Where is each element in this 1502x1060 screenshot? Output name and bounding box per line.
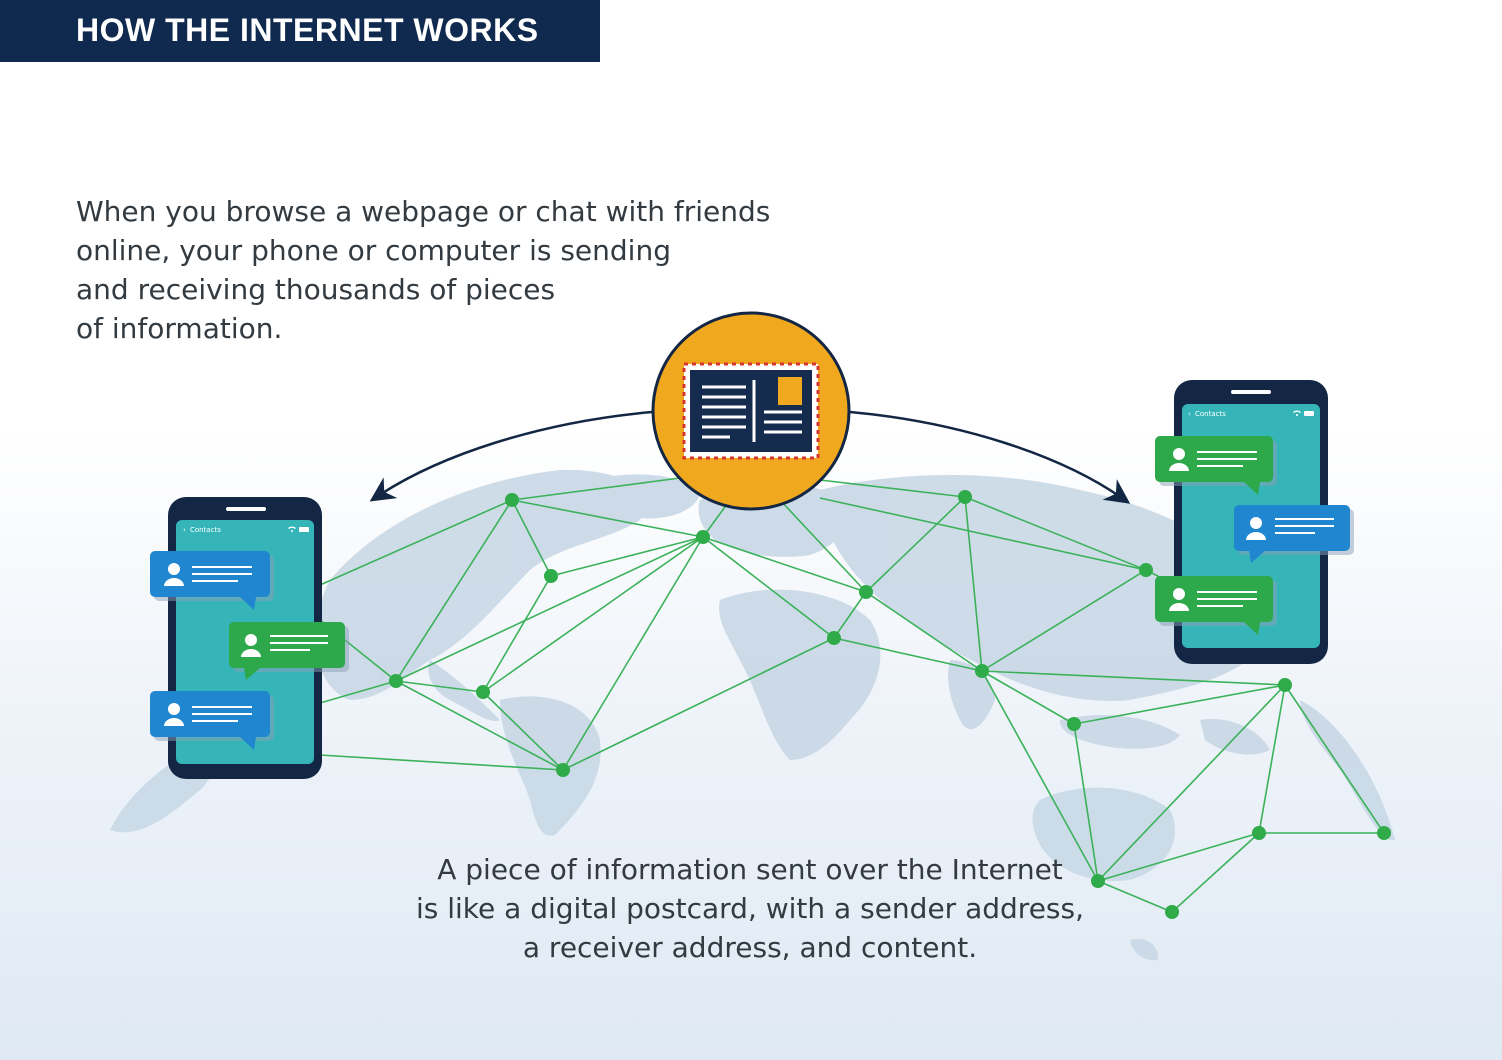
- postcard-badge: [651, 311, 851, 511]
- user-icon: [164, 563, 184, 586]
- chat-bubble: [1155, 576, 1277, 635]
- network-node: [696, 530, 710, 544]
- network-node: [827, 631, 841, 645]
- phone-contacts-label: Contacts: [190, 526, 221, 534]
- right-phone: ‹ Contacts: [1155, 380, 1354, 664]
- title-bar: HOW THE INTERNET WORKS: [0, 0, 600, 62]
- user-icon: [1169, 588, 1189, 611]
- chat-bubble: [150, 691, 274, 750]
- caption-line-1: A piece of information sent over the Int…: [437, 853, 1063, 886]
- left-phone: ‹ Contacts: [150, 497, 349, 779]
- network-node: [1091, 874, 1105, 888]
- network-node: [1278, 678, 1292, 692]
- user-icon: [1169, 448, 1189, 471]
- caption-line-2: is like a digital postcard, with a sende…: [415, 892, 1084, 925]
- back-chevron-icon: ‹: [183, 526, 186, 534]
- network-node: [975, 664, 989, 678]
- intro-line-1: When you browse a webpage or chat with f…: [76, 195, 771, 228]
- chat-bubble: [229, 622, 349, 680]
- caption-line-3: a receiver address, and content.: [522, 931, 978, 964]
- chat-bubble: [1234, 505, 1354, 563]
- network-node: [505, 493, 519, 507]
- user-icon: [164, 703, 184, 726]
- intro-text: When you browse a webpage or chat with f…: [76, 192, 776, 348]
- arrow-left-icon: [369, 410, 653, 502]
- network-node: [556, 763, 570, 777]
- network-node: [958, 490, 972, 504]
- intro-line-2: online, your phone or computer is sendin…: [76, 234, 671, 267]
- arrow-right-icon: [849, 410, 1131, 504]
- user-icon: [241, 634, 261, 657]
- user-icon: [1246, 517, 1266, 540]
- chat-bubble: [1155, 436, 1277, 495]
- network-node: [1377, 826, 1391, 840]
- battery-icon: [299, 527, 309, 532]
- chat-bubble: [150, 551, 274, 610]
- intro-line-3: and receiving thousands of pieces: [76, 273, 556, 306]
- battery-icon: [1304, 411, 1314, 416]
- wifi-icon: [1293, 410, 1301, 416]
- network-node: [389, 674, 403, 688]
- network-links: [319, 477, 1385, 913]
- network-node: [1139, 563, 1153, 577]
- page-title: HOW THE INTERNET WORKS: [76, 12, 539, 48]
- phone-contacts-label: Contacts: [1195, 410, 1226, 418]
- network-node: [476, 685, 490, 699]
- network-nodes: [389, 490, 1391, 919]
- postcard-icon: [682, 362, 820, 460]
- caption-text: A piece of information sent over the Int…: [380, 850, 1120, 967]
- network-node: [1067, 717, 1081, 731]
- network-node: [1252, 826, 1266, 840]
- wifi-icon: [288, 526, 296, 532]
- back-chevron-icon: ‹: [1188, 410, 1191, 418]
- world-map: [110, 469, 1395, 961]
- intro-line-4: of information.: [76, 312, 283, 345]
- network-node: [544, 569, 558, 583]
- network-node: [1165, 905, 1179, 919]
- network-node: [859, 585, 873, 599]
